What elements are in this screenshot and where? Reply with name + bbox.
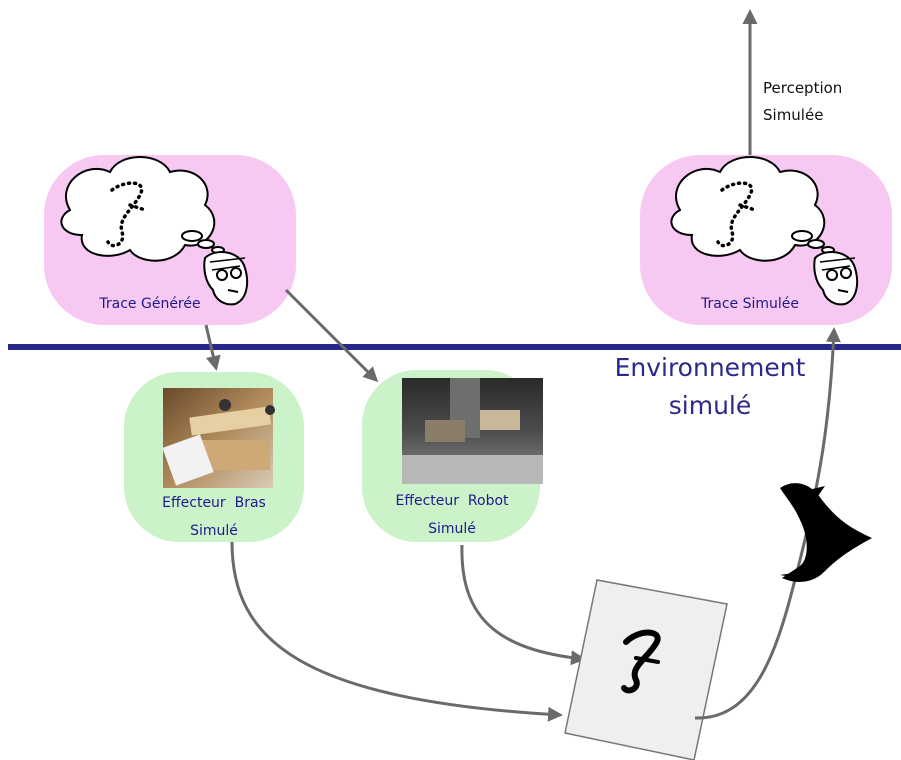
handwritten-z-icon bbox=[716, 181, 757, 248]
environment-label-line2: simulé bbox=[668, 391, 752, 420]
trace-generee-label: Trace Générée bbox=[99, 296, 201, 312]
perception-label-line1: Perception bbox=[763, 79, 843, 97]
arrow-to-bras bbox=[204, 324, 221, 371]
handwritten-z-icon bbox=[106, 181, 147, 248]
effecteur-robot-label-line2: Simulé bbox=[428, 521, 476, 537]
robot-photo bbox=[402, 378, 543, 484]
arrow-bras-to-paper bbox=[230, 541, 563, 722]
arrow-to-robot bbox=[284, 288, 379, 383]
bras-photo bbox=[162, 388, 275, 488]
thinking-head-icon bbox=[203, 251, 249, 306]
arrow-paper-to-trace-simulee bbox=[694, 327, 841, 720]
effecteur-robot-label-line1: Effecteur Robot bbox=[395, 493, 509, 509]
effecteur-bras-label-line1: Effecteur Bras bbox=[162, 495, 266, 511]
thought-cloud-icon bbox=[670, 156, 835, 262]
perception-label-line2: Simulée bbox=[763, 106, 824, 124]
eye-icon bbox=[780, 483, 872, 582]
effecteur-bras-label-line2: Simulé bbox=[190, 523, 238, 539]
environment-label-line1: Environnement bbox=[614, 353, 806, 382]
handwritten-z-icon bbox=[621, 629, 661, 694]
thought-cloud-icon bbox=[60, 156, 225, 262]
arrow-robot-to-paper bbox=[460, 544, 586, 666]
trace-simulee-label: Trace Simulée bbox=[701, 296, 799, 312]
thinking-head-icon bbox=[813, 251, 859, 306]
paper-sheet bbox=[564, 579, 728, 760]
